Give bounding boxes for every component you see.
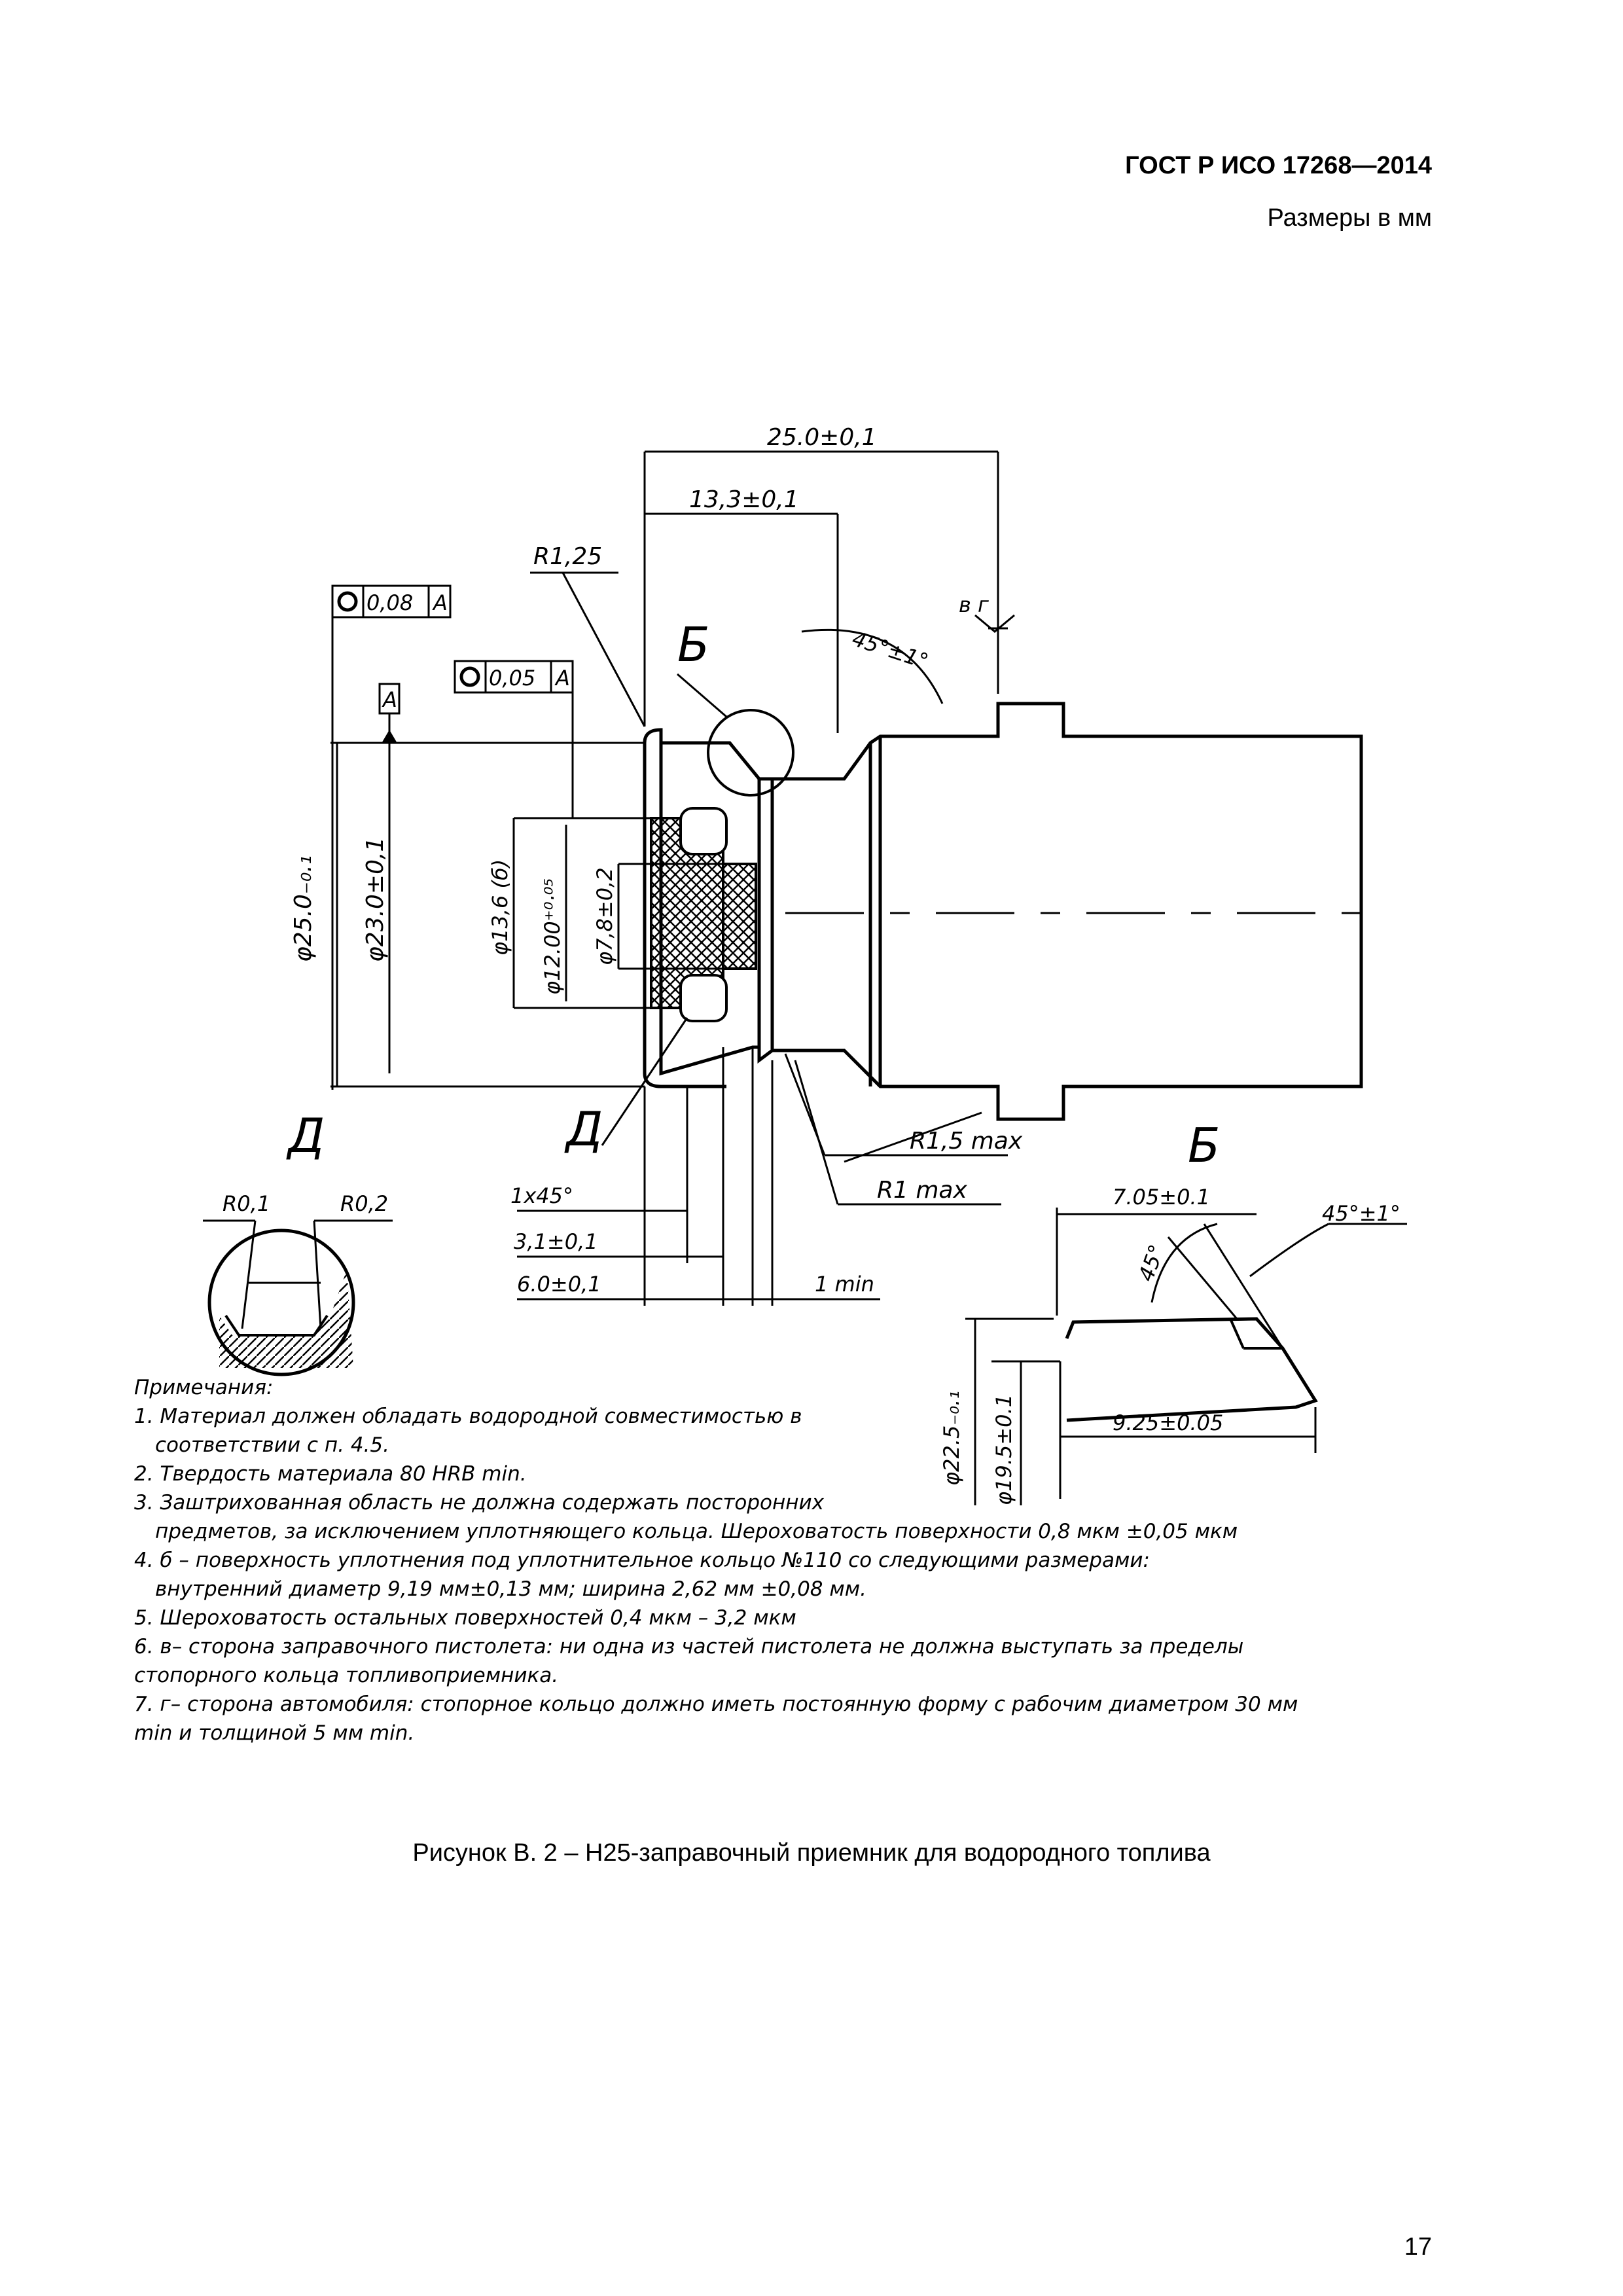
dim-angle-45-only: 45° (1133, 1241, 1169, 1284)
tol-value-2: 0,05 (489, 666, 535, 691)
page-number: 17 (1404, 2233, 1432, 2261)
dim-angle-45: 45°±1° (849, 626, 932, 673)
tolerance-frame-2: 0,05 A (454, 660, 574, 694)
datum-a-label: A (382, 687, 397, 712)
dim-r15max: R1,5 max (910, 1128, 1023, 1155)
dim-diam-195: φ19.5±0.1 (991, 1394, 1016, 1505)
dim-diam-78: φ7,8±0,2 (592, 867, 617, 965)
tol-datum-2: A (554, 666, 570, 691)
note-line: 7. г– сторона автомобиля: стопорное коль… (134, 1693, 1298, 1716)
note-line: 6. в– сторона заправочного пистолета: ни… (134, 1635, 1244, 1659)
notes-title: Примечания: (134, 1376, 274, 1399)
dim-chamfer: 1x45° (510, 1183, 573, 1208)
figure-caption: Рисунок В. 2 – H25-заправочный приемник … (412, 1839, 1211, 1867)
detail-b (965, 1208, 1407, 1505)
label-view-d-left: Д (286, 1108, 325, 1163)
dim-r02: R0,2 (340, 1191, 388, 1216)
note-line: соответствии с п. 4.5. (155, 1433, 389, 1457)
dim-r1max: R1 max (877, 1177, 967, 1204)
units-note: Размеры в мм (1267, 204, 1432, 232)
label-view-d-callout: Д (564, 1102, 603, 1157)
seal-section (650, 807, 757, 1022)
dim-len-705: 7.05±0.1 (1113, 1185, 1210, 1210)
detail-d: R0,1 R0,2 (203, 1191, 393, 1376)
tolerance-frame-1: 0,08 A (331, 584, 452, 619)
dim-side-labels: в г (959, 592, 989, 617)
note-line: предметов, за исключением уплотняющего к… (155, 1520, 1238, 1543)
dim-diam-23: φ23.0±0,1 (362, 837, 389, 962)
tol-datum-1: A (432, 590, 448, 615)
dim-min1: 1 min (815, 1272, 874, 1297)
standard-number: ГОСТ Р ИСО 17268—2014 (1125, 152, 1432, 179)
label-view-b-detail: Б (1188, 1118, 1220, 1173)
dim-len-925: 9.25±0.05 (1113, 1410, 1223, 1435)
dim-r01: R0,1 (223, 1191, 270, 1216)
dim-len-31: 3,1±0,1 (514, 1229, 598, 1254)
label-view-b: Б (677, 617, 709, 672)
dim-diam-25: φ25.0₋₀.₁ (290, 855, 317, 962)
dim-radius-125: R1,25 (533, 543, 602, 570)
tol-value-1: 0,08 (366, 590, 413, 615)
notes-block: Примечания: 1. Материал должен обладать … (134, 1373, 1443, 1748)
dim-diam-12: φ12.00⁺⁰·⁰⁵ (540, 878, 565, 995)
note-line: внутренний диаметр 9,19 мм±0,13 мм; шири… (155, 1577, 867, 1601)
note-line: 5. Шероховатость остальных поверхностей … (134, 1606, 796, 1630)
note-line: 4. б – поверхность уплотнения под уплотн… (134, 1549, 1150, 1572)
note-line: min и толщиной 5 мм min. (134, 1721, 415, 1745)
receptacle-body (643, 702, 1363, 1121)
dim-angle-45-1: 45°±1° (1322, 1201, 1400, 1226)
dim-overall-length: 25.0±0,1 (767, 424, 877, 451)
dim-diam-225: φ22.5₋₀.₁ (939, 1391, 964, 1486)
dim-diam-136: φ13,6 (б) (488, 859, 512, 956)
note-line: 2. Твердость материала 80 HRB min. (134, 1462, 527, 1486)
detail-circle-b (707, 709, 794, 797)
note-line: 3. Заштрихованная область не должна соде… (134, 1491, 825, 1515)
note-line: 1. Материал должен обладать водородной с… (134, 1405, 802, 1428)
dim-length-13: 13,3±0,1 (689, 486, 799, 513)
dim-len-60: 6.0±0,1 (517, 1272, 601, 1297)
note-line: стопорного кольца топливоприемника. (134, 1664, 559, 1687)
